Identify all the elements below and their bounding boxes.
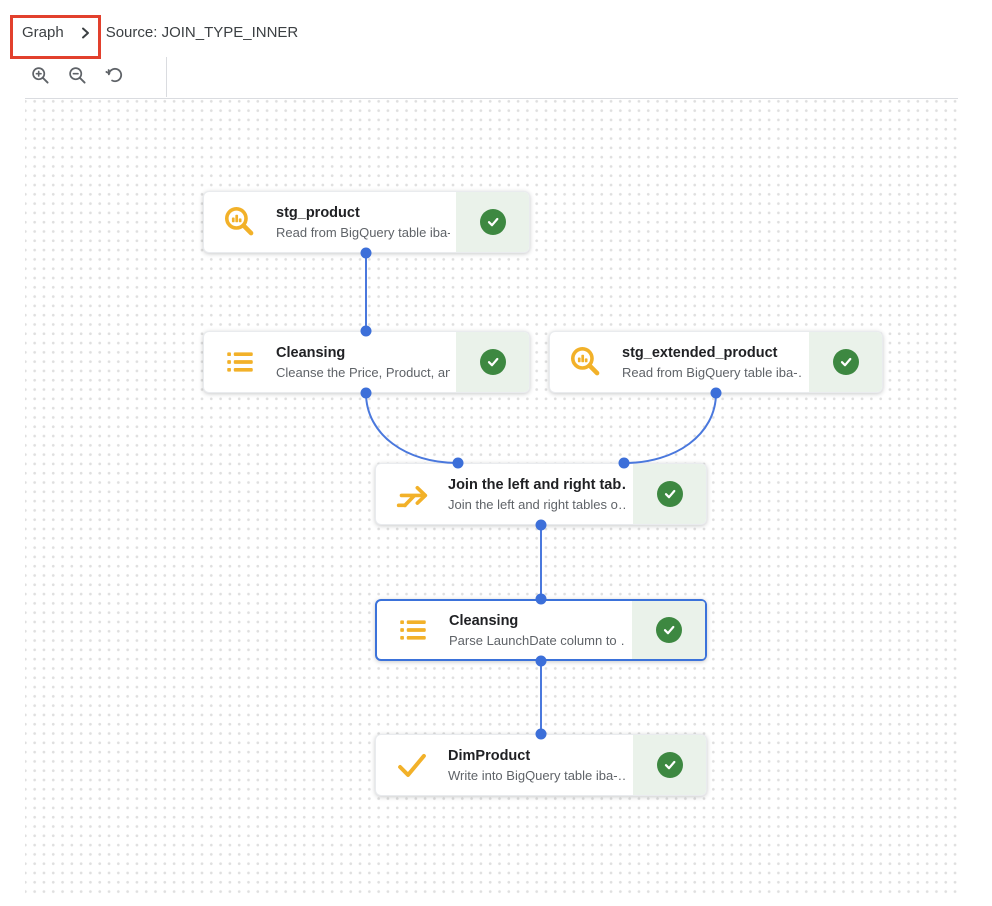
node-subtitle: Read from BigQuery table iba-… bbox=[622, 364, 803, 380]
node-text-block: Cleansing Cleanse the Price, Product, an… bbox=[259, 344, 456, 381]
port-cleansing1-out[interactable] bbox=[360, 387, 372, 399]
zoom-out-icon bbox=[67, 65, 88, 89]
edge-stgextended-to-join bbox=[624, 392, 717, 464]
breadcrumb-source-label: Source: JOIN_TYPE_INNER bbox=[105, 24, 299, 41]
bigquery-search-icon bbox=[221, 203, 259, 241]
port-stgproduct-out[interactable] bbox=[360, 247, 372, 259]
list-icon bbox=[221, 343, 259, 381]
node-subtitle: Write into BigQuery table iba-… bbox=[448, 767, 627, 783]
node-text-block: Cleansing Parse LaunchDate column to … bbox=[432, 612, 632, 649]
reset-zoom-icon bbox=[104, 65, 125, 89]
node-text-block: stg_extended_product Read from BigQuery … bbox=[605, 344, 809, 381]
pipeline-canvas[interactable]: stg_product Read from BigQuery table iba… bbox=[25, 98, 958, 894]
node-subtitle: Join the left and right tables o… bbox=[448, 496, 627, 512]
node-dim-product[interactable]: DimProduct Write into BigQuery table iba… bbox=[375, 734, 707, 796]
status-success-icon bbox=[656, 481, 683, 507]
node-status-panel bbox=[456, 192, 529, 252]
breadcrumb-graph-link[interactable]: Graph bbox=[22, 24, 64, 41]
node-title: Cleansing bbox=[276, 344, 346, 361]
reset-zoom-button[interactable] bbox=[102, 65, 126, 89]
node-subtitle: Read from BigQuery table iba-… bbox=[276, 224, 450, 240]
port-cleansing1-in[interactable] bbox=[360, 325, 372, 337]
node-status-panel bbox=[809, 332, 882, 392]
node-subtitle: Cleanse the Price, Product, an… bbox=[276, 364, 450, 380]
port-join-out[interactable] bbox=[535, 519, 547, 531]
node-title: Cleansing bbox=[449, 612, 519, 629]
edge-cleansing1-to-join bbox=[365, 392, 458, 464]
status-success-icon bbox=[479, 209, 506, 235]
zoom-in-button[interactable] bbox=[28, 65, 52, 89]
port-join-in-left[interactable] bbox=[452, 457, 464, 469]
node-stg-product[interactable]: stg_product Read from BigQuery table iba… bbox=[203, 191, 530, 253]
node-title: stg_product bbox=[276, 204, 360, 221]
node-cleansing-2-selected[interactable]: Cleansing Parse LaunchDate column to … bbox=[375, 599, 707, 661]
port-cleansing2-out[interactable] bbox=[535, 655, 547, 667]
zoom-out-button[interactable] bbox=[65, 65, 89, 89]
node-status-panel bbox=[632, 601, 705, 659]
node-title: DimProduct bbox=[448, 747, 531, 764]
port-cleansing2-in[interactable] bbox=[535, 593, 547, 605]
node-cleansing-1[interactable]: Cleansing Cleanse the Price, Product, an… bbox=[203, 331, 530, 393]
node-text-block: Join the left and right tab… Join the le… bbox=[431, 476, 633, 513]
node-stg-extended-product[interactable]: stg_extended_product Read from BigQuery … bbox=[549, 331, 883, 393]
bigquery-search-icon bbox=[567, 343, 605, 381]
node-text-block: DimProduct Write into BigQuery table iba… bbox=[431, 747, 633, 784]
status-success-icon bbox=[655, 617, 682, 643]
graph-toolbar bbox=[28, 57, 126, 97]
node-title: Join the left and right tab… bbox=[448, 476, 627, 493]
node-subtitle: Parse LaunchDate column to … bbox=[449, 632, 626, 648]
chevron-right-icon bbox=[78, 26, 92, 40]
merge-arrow-icon bbox=[393, 475, 431, 513]
status-success-icon bbox=[479, 349, 506, 375]
status-success-icon bbox=[656, 752, 683, 778]
node-join[interactable]: Join the left and right tab… Join the le… bbox=[375, 463, 707, 525]
port-join-in-right[interactable] bbox=[618, 457, 630, 469]
toolbar-divider bbox=[166, 57, 167, 97]
breadcrumb: Graph Source: JOIN_TYPE_INNER bbox=[22, 24, 298, 41]
check-icon bbox=[393, 746, 431, 784]
zoom-in-icon bbox=[30, 65, 51, 89]
list-icon bbox=[394, 611, 432, 649]
node-status-panel bbox=[633, 464, 706, 524]
node-status-panel bbox=[456, 332, 529, 392]
port-dimproduct-in[interactable] bbox=[535, 728, 547, 740]
status-success-icon bbox=[832, 349, 859, 375]
port-stgextended-out[interactable] bbox=[710, 387, 722, 399]
node-text-block: stg_product Read from BigQuery table iba… bbox=[259, 204, 456, 241]
node-title: stg_extended_product bbox=[622, 344, 778, 361]
node-status-panel bbox=[633, 735, 706, 795]
